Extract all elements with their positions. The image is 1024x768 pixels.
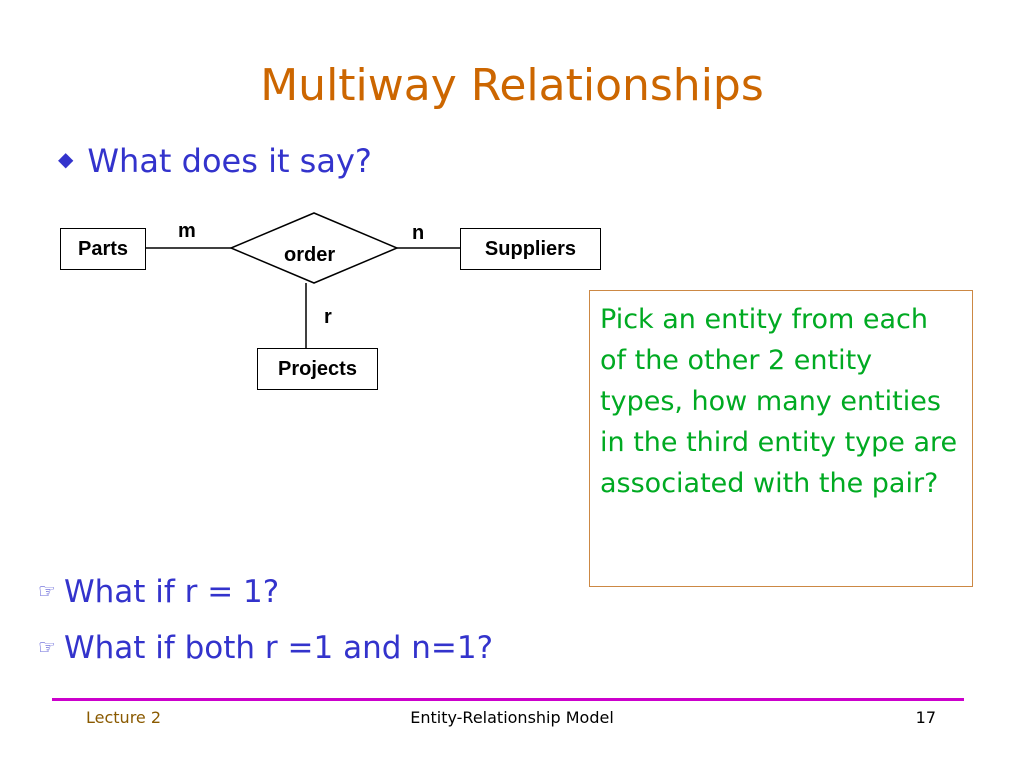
pointing-hand-icon: ☞ (38, 635, 56, 659)
sub-bullet-1-text: What if r = 1? (63, 574, 280, 610)
relationship-diamond (229, 212, 399, 284)
sub-bullet-2-text: What if both r =1 and n=1? (63, 630, 494, 666)
entity-suppliers: Suppliers (460, 228, 601, 270)
footer-page-number: 17 (915, 708, 936, 727)
pointing-hand-icon: ☞ (38, 579, 56, 603)
cardinality-suppliers: n (412, 222, 425, 244)
note-box: Pick an entity from each of the other 2 … (589, 290, 973, 587)
sub-bullet-2: ☞ What if both r =1 and n=1? (38, 630, 493, 666)
cardinality-projects: r (324, 306, 332, 328)
slide-title: Multiway Relationships (260, 60, 764, 111)
entity-parts: Parts (60, 228, 146, 270)
footer-topic: Entity-Relationship Model (410, 708, 614, 727)
diamond-bullet-icon: ◆ (58, 147, 74, 171)
sub-bullet-1: ☞ What if r = 1? (38, 574, 279, 610)
cardinality-parts: m (178, 220, 196, 242)
relationship-label: order (284, 244, 336, 266)
footer-rule (52, 698, 964, 701)
main-bullet-text: What does it say? (87, 142, 372, 180)
footer-lecture: Lecture 2 (86, 708, 162, 727)
main-bullet: ◆ What does it say? (58, 142, 372, 180)
entity-projects: Projects (257, 348, 378, 390)
